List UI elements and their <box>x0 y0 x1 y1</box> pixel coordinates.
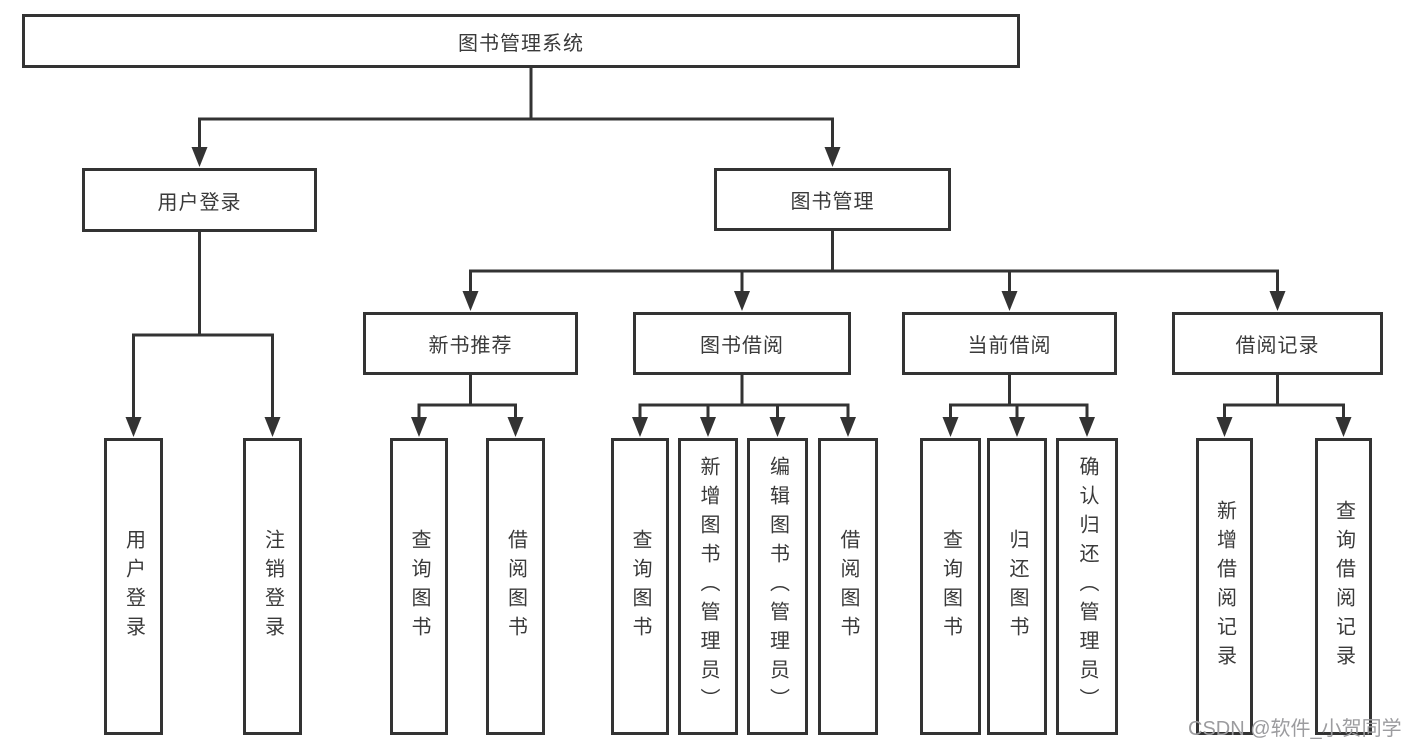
node-label: 用户登录 <box>122 528 145 645</box>
node-leaf-cb-confirm: 确认归还（管理员） <box>1056 438 1118 735</box>
node-label: 当前借阅 <box>967 335 1052 357</box>
arrowhead-icon <box>264 417 281 437</box>
node-leaf-nb-borrow: 借阅图书 <box>486 438 545 735</box>
node-label: 用户登录 <box>157 191 242 214</box>
arrowhead-icon <box>700 417 716 437</box>
watermark: CSDN @软件_小贺同学 <box>1188 718 1402 740</box>
node-label: 新增图书（管理员） <box>697 456 719 717</box>
arrowhead-icon <box>632 417 648 437</box>
node-leaf-logout: 注销登录 <box>243 438 302 735</box>
arrowhead-icon <box>1216 417 1233 437</box>
node-label: 查询借阅记录 <box>1332 499 1355 674</box>
node-label: 归还图书 <box>1006 528 1028 645</box>
node-leaf-bb-add: 新增图书（管理员） <box>678 438 738 735</box>
arrowhead-icon <box>1001 291 1018 311</box>
node-label: 图书管理 <box>790 191 875 213</box>
node-new-books: 新书推荐 <box>363 312 578 375</box>
node-label: 图书管理系统 <box>458 32 584 55</box>
node-leaf-cb-query: 查询图书 <box>920 438 981 735</box>
node-current-borrow: 当前借阅 <box>902 312 1117 375</box>
node-label: 借阅图书 <box>837 528 859 645</box>
node-borrow-records: 借阅记录 <box>1172 312 1383 375</box>
node-label: 新增借阅记录 <box>1213 499 1236 674</box>
node-leaf-bb-query: 查询图书 <box>611 438 669 735</box>
arrowhead-icon <box>1009 417 1025 437</box>
node-leaf-nb-query: 查询图书 <box>390 438 448 735</box>
node-root: 图书管理系统 <box>22 14 1020 68</box>
node-label: 查询图书 <box>939 528 962 645</box>
node-label: 确认归还（管理员） <box>1076 456 1098 717</box>
node-label: 查询图书 <box>408 528 430 645</box>
arrowhead-icon <box>1269 291 1286 311</box>
node-label: 编辑图书（管理员） <box>766 456 789 717</box>
node-label: 新书推荐 <box>428 335 513 357</box>
node-leaf-user-login: 用户登录 <box>104 438 163 735</box>
arrowhead-icon <box>1079 417 1095 437</box>
arrowhead-icon <box>840 417 856 437</box>
node-leaf-bb-edit: 编辑图书（管理员） <box>747 438 808 735</box>
node-label: 借阅图书 <box>504 528 527 645</box>
arrowhead-icon <box>824 147 841 167</box>
node-leaf-cb-return: 归还图书 <box>987 438 1047 735</box>
arrowhead-icon <box>191 147 208 167</box>
arrowhead-icon <box>507 417 524 437</box>
node-label: 图书借阅 <box>700 335 784 357</box>
arrowhead-icon <box>734 291 750 311</box>
node-label: 借阅记录 <box>1235 335 1320 357</box>
node-leaf-br-add: 新增借阅记录 <box>1196 438 1253 735</box>
node-label: 注销登录 <box>261 528 284 645</box>
node-book-borrow: 图书借阅 <box>633 312 851 375</box>
arrowhead-icon <box>125 417 142 437</box>
node-label: 查询图书 <box>629 528 651 645</box>
arrowhead-icon <box>1335 417 1352 437</box>
arrowhead-icon <box>769 417 786 437</box>
node-leaf-bb-borrow: 借阅图书 <box>818 438 878 735</box>
arrowhead-icon <box>411 417 427 437</box>
arrowhead-icon <box>942 417 959 437</box>
node-book-mgmt: 图书管理 <box>714 168 951 231</box>
arrowhead-icon <box>462 291 479 311</box>
node-user-login: 用户登录 <box>82 168 317 232</box>
node-leaf-br-query: 查询借阅记录 <box>1315 438 1372 735</box>
